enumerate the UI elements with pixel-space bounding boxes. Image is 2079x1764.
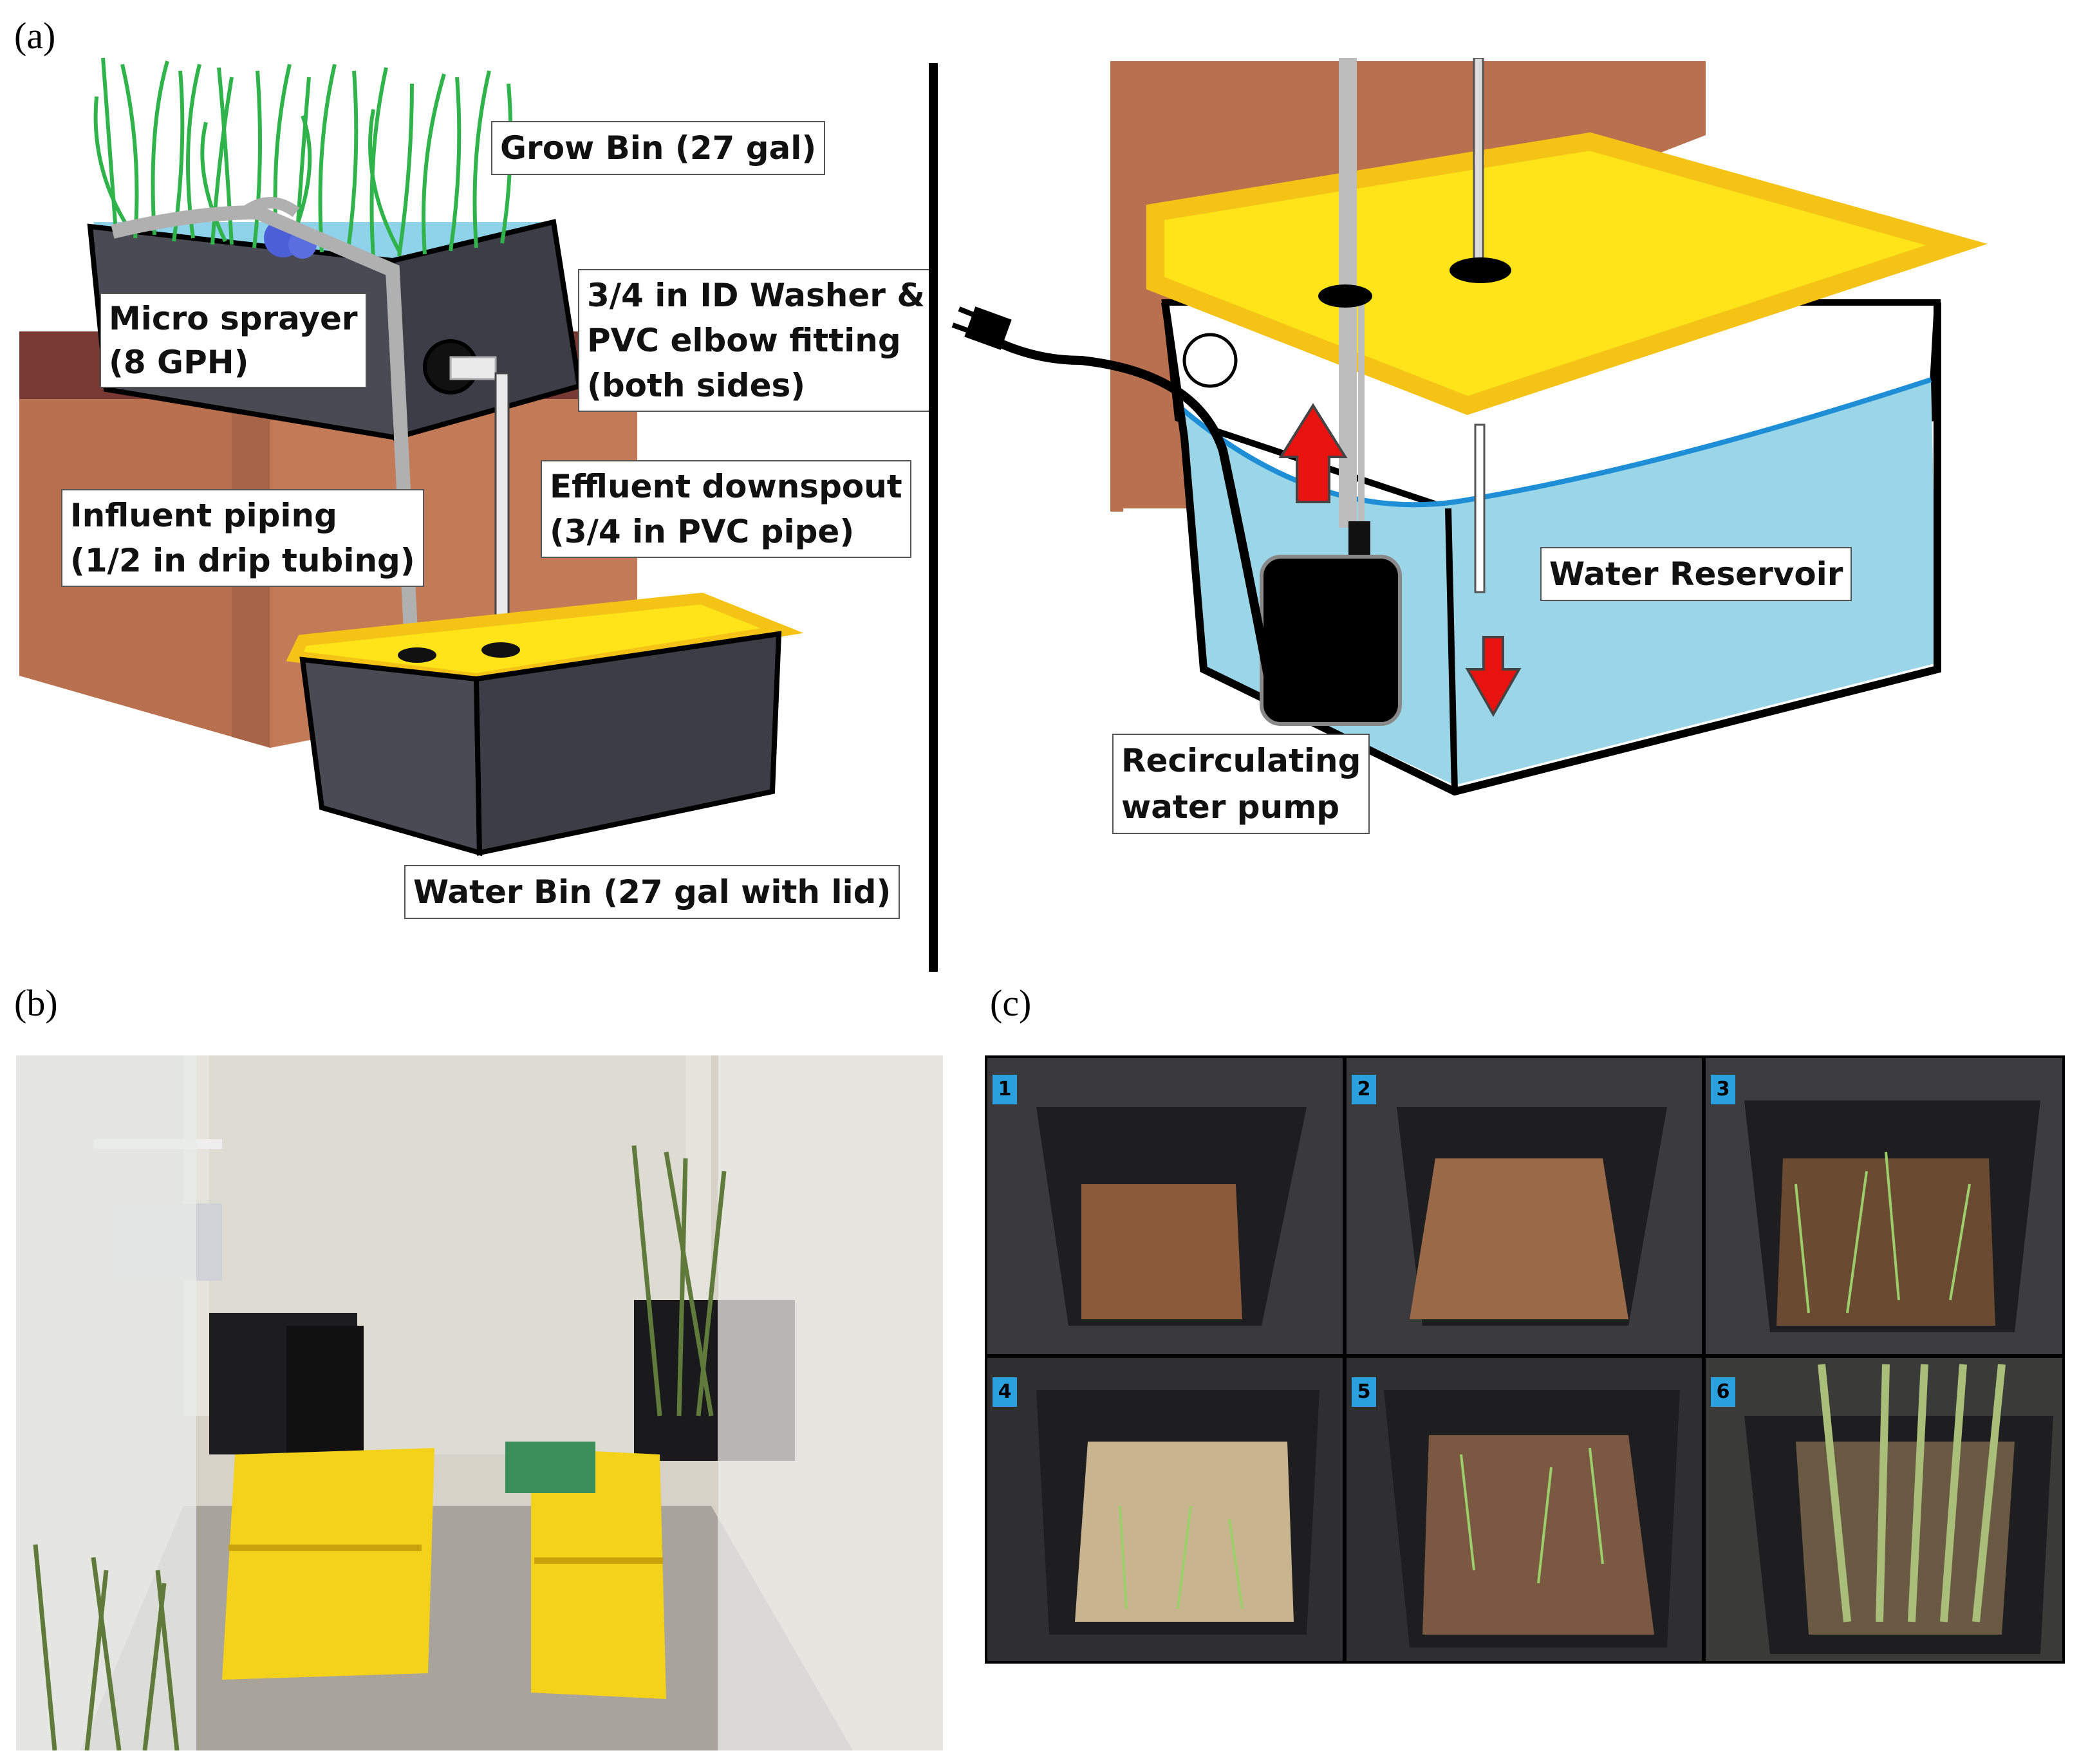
- effluent-label-2: (3/4 in PVC pipe): [550, 513, 855, 550]
- panel-label-c: (c): [990, 982, 1032, 1024]
- tile-label-4: 4: [993, 1377, 1017, 1407]
- washer-label-2: PVC elbow fitting: [587, 322, 901, 359]
- return-pipe: [1473, 58, 1484, 278]
- washer-label-1: 3/4 in ID Washer &: [587, 277, 925, 314]
- tile-4-photo: [987, 1358, 1343, 1661]
- panel-label-b: (b): [14, 982, 58, 1024]
- effluent-downspout: [494, 372, 510, 651]
- down-arrow-icon: [1465, 636, 1522, 718]
- tile-3-photo: [1706, 1058, 2062, 1354]
- water-reservoir-label: Water Reservoir: [1549, 555, 1843, 593]
- tile-5-photo: [1347, 1358, 1702, 1661]
- up-arrow-icon: [1278, 403, 1348, 503]
- micro-sprayer-callout: Micro sprayer (8 GPH): [100, 293, 367, 388]
- plug-icon: [964, 306, 1012, 350]
- tile-label-2: 2: [1352, 1075, 1376, 1104]
- water-reservoir-callout: Water Reservoir: [1540, 547, 1852, 601]
- panel-divider: [929, 63, 938, 972]
- tile-label-3: 3: [1711, 1075, 1735, 1104]
- panel-label-a: (a): [14, 15, 56, 57]
- tile-label-1: 1: [993, 1075, 1017, 1104]
- tile-label-6: 6: [1711, 1377, 1735, 1407]
- micro-sprayer-label-2: (8 GPH): [109, 344, 249, 381]
- washer-label-3: (both sides): [587, 367, 806, 404]
- bin-progression-grid: 1 2 3 4 5 6: [985, 1055, 2065, 1664]
- effluent-label-1: Effluent downspout: [550, 468, 902, 505]
- water-bin-front: [299, 656, 483, 857]
- grow-bin-callout: Grow Bin (27 gal): [491, 121, 826, 175]
- water-bin-callout: Water Bin (27 gal with lid): [404, 865, 900, 919]
- greenhouse-room-photo: [16, 1055, 943, 1750]
- micro-sprayer-label-1: Micro sprayer: [109, 300, 358, 337]
- grow-bin-label: Grow Bin (27 gal): [500, 129, 817, 167]
- grass-plants-icon: [93, 57, 513, 258]
- water-bin-side: [473, 631, 782, 856]
- pump-callout: Recirculating water pump: [1112, 734, 1370, 834]
- power-cord: [969, 324, 1273, 677]
- influent-label-2: (1/2 in drip tubing): [70, 542, 415, 579]
- washer-callout: 3/4 in ID Washer & PVC elbow fitting (bo…: [578, 269, 934, 412]
- tile-1-photo: [987, 1058, 1343, 1354]
- pump-label-2: water pump: [1121, 788, 1340, 826]
- influent-label-1: Influent piping: [70, 497, 337, 534]
- water-bin-label: Water Bin (27 gal with lid): [413, 873, 891, 911]
- influent-callout: Influent piping (1/2 in drip tubing): [61, 489, 424, 587]
- pump-label-1: Recirculating: [1121, 742, 1361, 779]
- effluent-callout: Effluent downspout (3/4 in PVC pipe): [541, 460, 911, 558]
- pump-icon: [1260, 555, 1402, 726]
- tile-2-photo: [1347, 1058, 1702, 1354]
- reservoir-diagram: [951, 58, 1988, 796]
- tile-label-5: 5: [1352, 1377, 1376, 1407]
